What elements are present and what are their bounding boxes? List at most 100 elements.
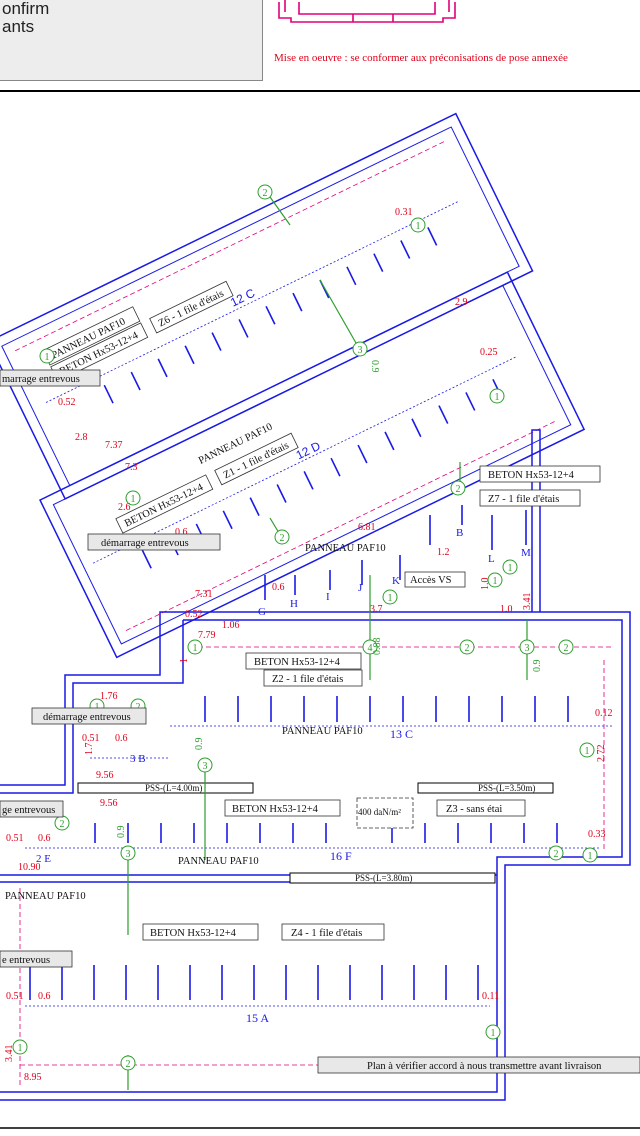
marker-1: 1 bbox=[95, 702, 100, 713]
beam-label-15a: 15 A bbox=[246, 1011, 269, 1025]
marker-3: 3 bbox=[358, 345, 363, 356]
dim-0-31: 0.31 bbox=[395, 207, 413, 218]
notice-demarrage-5: e entrevous bbox=[2, 955, 50, 966]
dim-0-6: 0.6 bbox=[38, 991, 51, 1002]
beam-label-b: B bbox=[456, 527, 463, 539]
marker-2: 2 bbox=[60, 819, 65, 830]
profile-detail-drawing bbox=[278, 0, 456, 23]
marker-2: 2 bbox=[126, 1059, 131, 1070]
label-panneau-z4: PANNEAU PAF10 bbox=[5, 891, 86, 902]
label-z3: Z3 - sans étai bbox=[446, 804, 502, 815]
dim-0-9-green: 0.9 bbox=[532, 660, 543, 673]
beam-label-3b: 3 B bbox=[130, 753, 146, 765]
dim-1-0: 1.0 bbox=[500, 604, 513, 615]
marker-2: 2 bbox=[554, 849, 559, 860]
beam-label-h: H bbox=[290, 598, 298, 610]
marker-3: 3 bbox=[126, 849, 131, 860]
label-z4: Z4 - 1 file d'étais bbox=[291, 928, 362, 939]
start-notices: marrage entrevous démarrage entrevous dé… bbox=[0, 369, 640, 1074]
beam-label-i: I bbox=[326, 591, 330, 603]
marker-1: 1 bbox=[388, 593, 393, 604]
label-panneau-z7: PANNEAU PAF10 bbox=[305, 543, 386, 554]
dim-0-9-green: 0.9 bbox=[194, 738, 205, 751]
dim-7-31: 7.31 bbox=[195, 589, 213, 600]
beam-label-2e: 2 E bbox=[36, 853, 51, 865]
marker-2: 2 bbox=[263, 188, 268, 199]
marker-4: 4 bbox=[368, 643, 373, 654]
dim-9-56: 9.56 bbox=[100, 798, 118, 809]
dim-1-vertical: 1 bbox=[179, 658, 190, 663]
dim-2-8: 2.8 bbox=[75, 432, 88, 443]
pss-label-4m: PSS-(L=4.00m) bbox=[145, 783, 202, 793]
pss-label-3-5m: PSS-(L=3.50m) bbox=[478, 783, 535, 793]
marker-1: 1 bbox=[491, 1028, 496, 1039]
dim-0-51: 0.51 bbox=[6, 833, 24, 844]
dim-0-11: 0.11 bbox=[482, 991, 499, 1002]
dim-6-81: 6.81 bbox=[358, 522, 376, 533]
dim-1-76: 1.76 bbox=[100, 691, 118, 702]
plan-verification-note: Plan à vérifier accord à nous transmettr… bbox=[367, 1061, 602, 1072]
dim-2-72-vertical: 2.72 bbox=[596, 745, 607, 763]
beam-label-12d: 12 D bbox=[294, 439, 323, 463]
marker-1: 1 bbox=[45, 352, 50, 363]
dim-7-3: 7.3 bbox=[125, 462, 138, 473]
dim-0-51: 0.51 bbox=[82, 733, 100, 744]
marker-2: 2 bbox=[465, 643, 470, 654]
marker-1: 1 bbox=[193, 643, 198, 654]
dim-2-9: 2.9 bbox=[455, 297, 468, 308]
label-load: 400 daN/m² bbox=[358, 807, 401, 817]
dim-9-56: 9.56 bbox=[96, 770, 114, 781]
label-panneau-z3: PANNEAU PAF10 bbox=[178, 856, 259, 867]
marker-3: 3 bbox=[203, 761, 208, 772]
beam-label-g: G bbox=[258, 606, 266, 618]
dim-0-6: 0.6 bbox=[38, 833, 51, 844]
dim-0-6: 0.6 bbox=[115, 733, 128, 744]
beam-label-m: M bbox=[521, 547, 531, 559]
dim-0-9-green: 0.9 bbox=[369, 360, 380, 373]
beam-label-l: L bbox=[488, 553, 495, 565]
marker-1: 1 bbox=[508, 563, 513, 574]
notice-demarrage-1: marrage entrevous bbox=[2, 374, 80, 385]
markers bbox=[12, 184, 598, 1071]
dim-0-12: 0.12 bbox=[595, 708, 613, 719]
detail-panel bbox=[263, 0, 640, 80]
notice-demarrage-2: démarrage entrevous bbox=[101, 538, 189, 549]
marker-1: 1 bbox=[588, 851, 593, 862]
marker-2: 2 bbox=[564, 643, 569, 654]
title-text-line-2: ants bbox=[2, 17, 35, 36]
dim-1-0-vertical: 1.0 bbox=[480, 578, 491, 591]
dim-0-52: 0.52 bbox=[58, 397, 76, 408]
label-beton-z3: BETON Hx53-12+4 bbox=[232, 804, 319, 815]
separator-line bbox=[0, 90, 640, 92]
marker-2: 2 bbox=[136, 702, 141, 713]
dim-0-6: 0.6 bbox=[175, 527, 188, 538]
label-acces-vs: Accès VS bbox=[410, 575, 452, 586]
zone-labels: BETON Hx53-12+4 Z7 - 1 file d'étais PANN… bbox=[5, 465, 601, 941]
label-beton-z2: BETON Hx53-12+4 bbox=[254, 657, 341, 668]
label-z7: Z7 - 1 file d'étais bbox=[488, 494, 559, 505]
label-z2: Z2 - 1 file d'étais bbox=[272, 674, 343, 685]
marker-1: 1 bbox=[416, 221, 421, 232]
notice-demarrage-4: ge entrevous bbox=[2, 805, 55, 816]
beam-label-13c: 13 C bbox=[390, 727, 413, 741]
title-block-panel: onfirm ants bbox=[0, 0, 263, 81]
beam-label-j: J bbox=[358, 582, 363, 594]
label-z6: Z6 - 1 file d'étais bbox=[157, 288, 226, 329]
marker-1: 1 bbox=[493, 576, 498, 587]
beam-label-k: K bbox=[392, 575, 400, 587]
beam-label-12c: 12 C bbox=[228, 286, 257, 310]
label-beton-z4: BETON Hx53-12+4 bbox=[150, 928, 237, 939]
installation-note: Mise en oeuvre : se conformer aux précon… bbox=[274, 52, 568, 64]
marker-2: 2 bbox=[280, 533, 285, 544]
dim-3-7: 3.7 bbox=[370, 604, 383, 615]
dim-7-79: 7.79 bbox=[198, 630, 216, 641]
dim-0-52: 0.52 bbox=[185, 609, 203, 620]
dim-2-6: 2.6 bbox=[118, 502, 131, 513]
dim-0-51: 0.51 bbox=[6, 991, 24, 1002]
marker-1: 1 bbox=[585, 746, 590, 757]
dim-0-25: 0.25 bbox=[480, 347, 498, 358]
dim-0-33: 0.33 bbox=[588, 829, 606, 840]
dim-0-9-green: 0.9 bbox=[116, 826, 127, 839]
notice-demarrage-3: démarrage entrevous bbox=[43, 712, 131, 723]
beam-label-16f: 16 F bbox=[330, 849, 352, 863]
